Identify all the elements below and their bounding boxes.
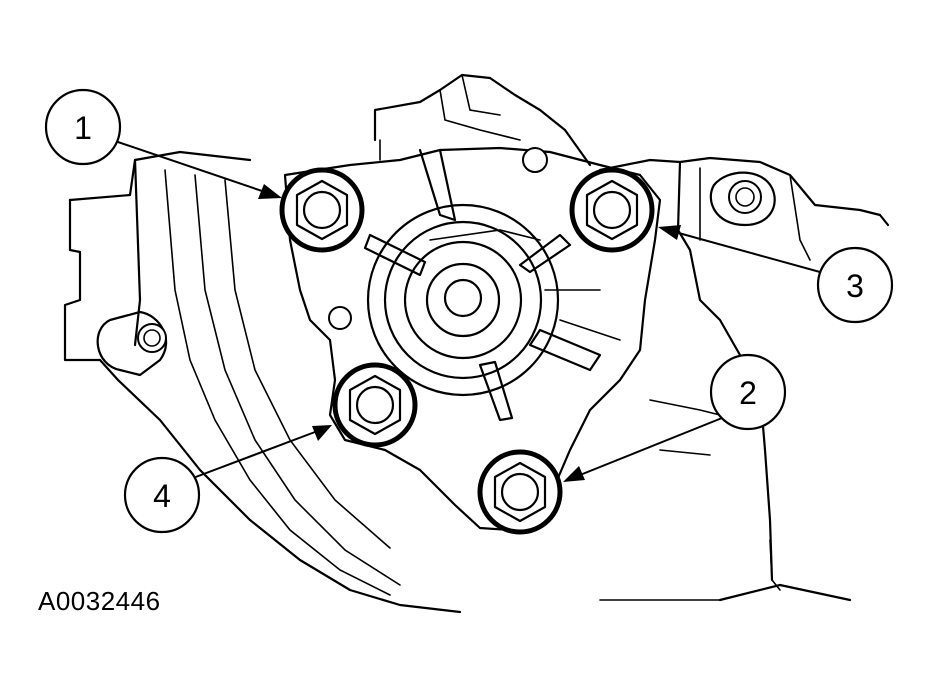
leader-4 <box>192 425 332 479</box>
callout-2-label: 2 <box>739 375 757 411</box>
callout-3: 3 <box>816 246 894 324</box>
leader-3 <box>658 225 821 273</box>
bolt-4 <box>332 362 418 448</box>
pump-shaft <box>443 278 483 318</box>
pump-top-hole <box>522 147 548 173</box>
bolt-1 <box>279 167 365 253</box>
engine-housing <box>63 73 890 614</box>
callout-3-label: 3 <box>846 268 864 304</box>
housing-hole-right <box>728 180 762 214</box>
callout-4: 4 <box>123 456 201 534</box>
leader-1 <box>111 139 282 199</box>
housing-hole-left <box>137 323 167 353</box>
bolt-2 <box>477 449 563 535</box>
bolt-3 <box>569 167 655 253</box>
callout-4-label: 4 <box>153 478 171 514</box>
leader-2 <box>563 417 723 482</box>
figure-id: A0032446 <box>38 586 161 616</box>
pump-dowel-hole <box>328 306 352 330</box>
callout-2: 2 <box>709 353 787 431</box>
callout-1: 1 <box>44 88 122 166</box>
pump-body <box>283 146 662 532</box>
callout-1-label: 1 <box>74 110 92 146</box>
